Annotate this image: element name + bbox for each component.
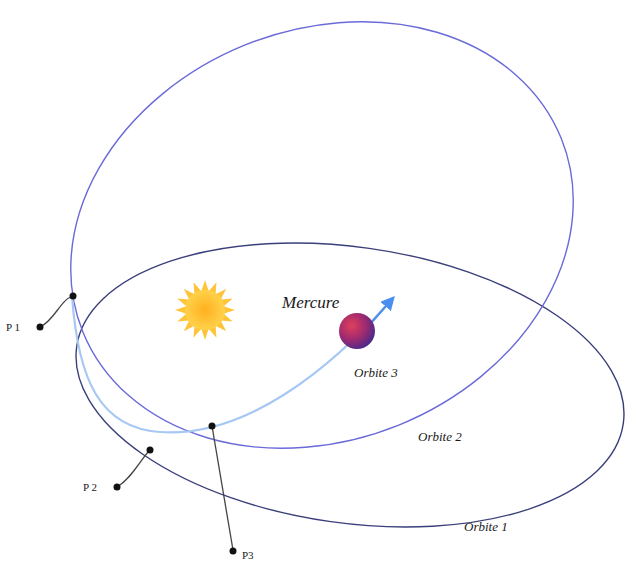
point-dot [230, 548, 237, 555]
orbit-2 [6, 0, 629, 522]
orbit-1 [57, 210, 629, 560]
leader-line [40, 296, 73, 327]
point-label: P 1 [6, 322, 20, 333]
sun-disc [185, 290, 225, 330]
orbit-label: Orbite 2 [418, 430, 462, 443]
planet-label: Mercure [282, 294, 339, 311]
point-dot [114, 484, 121, 491]
sun-symbol [175, 280, 235, 340]
point-dot [37, 324, 44, 331]
leader-line [212, 426, 233, 550]
point-dot [147, 447, 154, 454]
motion-arrow [372, 298, 393, 322]
point-label: P3 [242, 550, 254, 561]
leader-line [117, 450, 150, 487]
mercury-planet [339, 313, 375, 349]
orbit-3 [72, 296, 393, 432]
point-dot [70, 293, 77, 300]
sun-rays [175, 280, 235, 340]
orbit-label: Orbite 1 [464, 520, 508, 533]
point-dot [209, 423, 216, 430]
orbit-label: Orbite 3 [354, 366, 398, 379]
point-label: P 2 [83, 482, 97, 493]
